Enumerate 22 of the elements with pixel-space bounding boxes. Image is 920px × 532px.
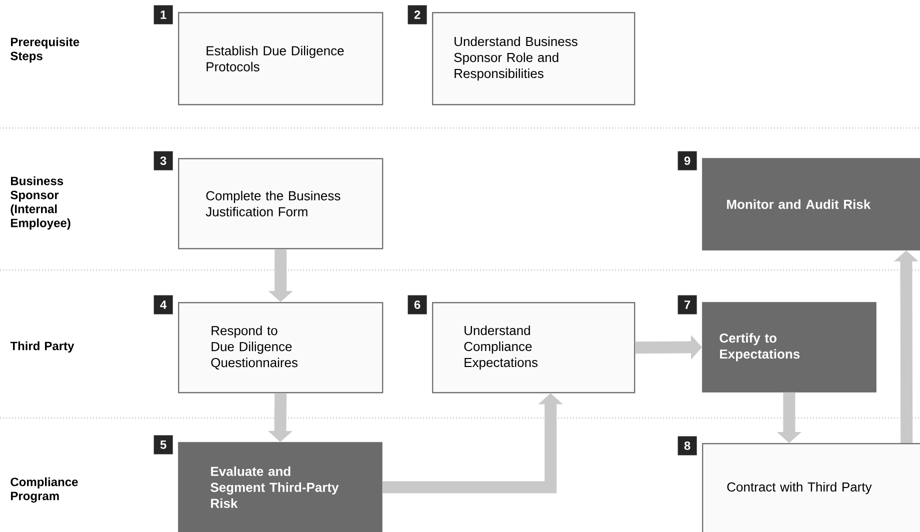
step-box: Respond to Due Diligence Questionnaires 4 bbox=[154, 295, 384, 394]
lane-label: Prerequisite Steps bbox=[10, 37, 80, 63]
step-box: Complete the Business Justification Form 3 bbox=[154, 151, 384, 250]
lane-label: Business Sponsor (Internal Employee) bbox=[10, 176, 70, 230]
node-label: 4 bbox=[160, 300, 167, 309]
node-label: 1 bbox=[160, 10, 166, 19]
lane-label: Third Party bbox=[10, 341, 74, 353]
node-label: 2 bbox=[414, 10, 420, 19]
step-box: Establish Due Diligence Protocols 1 bbox=[154, 5, 384, 106]
step-box: Understand Compliance Expectations 6 bbox=[408, 295, 636, 394]
node-label: 8 bbox=[684, 441, 690, 450]
step-box: Understand Business Sponsor Role and Responsibilities 2 bbox=[408, 5, 636, 106]
step-box: Evaluate and Segment Third-Party Risk 5 bbox=[154, 435, 382, 532]
step-box: Monitor and Audit Risk 9 bbox=[678, 151, 920, 250]
node-label: 9 bbox=[684, 156, 690, 165]
node-label: 5 bbox=[160, 440, 166, 449]
step-box: Contract with Third Party 8 bbox=[678, 436, 920, 532]
node-label: 7 bbox=[684, 300, 690, 309]
node-label: 6 bbox=[414, 300, 420, 309]
node-label: 3 bbox=[160, 156, 166, 165]
lane-label: Compliance Program bbox=[10, 477, 78, 503]
step-box: Certify to Expectations 7 bbox=[678, 295, 876, 392]
